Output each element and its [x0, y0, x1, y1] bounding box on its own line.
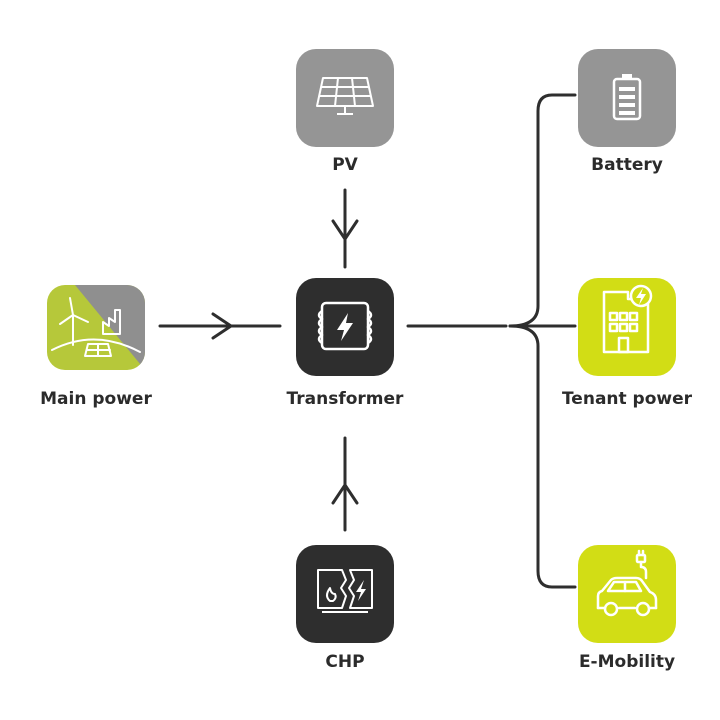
chp-flame-bolt-icon — [317, 569, 373, 613]
connectors — [158, 93, 577, 589]
pv-label: PV — [332, 155, 358, 175]
e-mobility-tile — [578, 545, 676, 643]
chp-node — [296, 545, 394, 643]
tenant-power-node — [578, 278, 676, 376]
pv-node — [296, 49, 394, 147]
main-power-label: Main power — [40, 389, 152, 409]
transformer-label: Transformer — [286, 389, 404, 409]
pv-arrowhead — [331, 219, 359, 241]
electric-car-icon — [596, 549, 658, 617]
main-arrowhead — [211, 312, 233, 340]
chp-arrowhead — [331, 483, 359, 505]
pv-tile — [296, 49, 394, 147]
wind-factory-solar-icon — [51, 297, 141, 357]
battery-icon — [612, 74, 642, 121]
battery-node — [578, 49, 676, 147]
chp-label: CHP — [325, 652, 365, 672]
main-power-tile-gray — [75, 285, 145, 370]
e-mobility-label: E-Mobility — [578, 652, 676, 672]
building-bolt-icon — [602, 284, 653, 354]
tenant-power-label: Tenant power — [561, 389, 693, 409]
solar-panel-icon — [316, 77, 374, 115]
transformer-node — [296, 278, 394, 376]
main-power-node — [47, 285, 145, 370]
battery-label: Battery — [591, 155, 663, 175]
e-mobility-node — [578, 545, 676, 643]
transformer-icon — [317, 301, 373, 351]
